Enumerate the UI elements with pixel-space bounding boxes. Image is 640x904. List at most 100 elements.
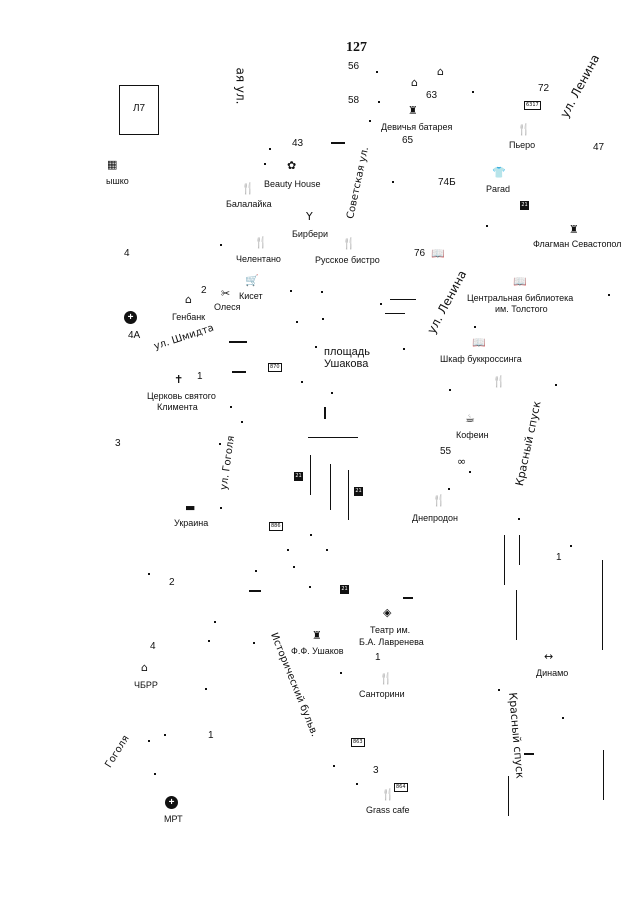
road-dash — [516, 590, 517, 640]
map-dot — [562, 717, 564, 719]
house-number-65: 65 — [402, 135, 414, 146]
poi-ushakov: Ф.Ф. Ушаков — [291, 646, 344, 656]
poi-beauty-house: Beauty House — [264, 179, 321, 189]
map-dot — [219, 443, 221, 445]
map-dot — [214, 621, 216, 623]
map-dot — [376, 71, 378, 73]
map-dot — [474, 326, 476, 328]
bank-chbrr-icon: ⌂ — [141, 661, 148, 674]
poi-olesya: Олеся — [214, 302, 241, 312]
map-dot — [296, 321, 298, 323]
house-number-3-grass: 3 — [373, 765, 379, 776]
road-dash — [504, 535, 505, 585]
restaurant-balalaika-icon: 🍴 — [241, 182, 255, 195]
poi-teatr-line2: Б.А. Лавренева — [359, 637, 424, 647]
stop-864: 864 — [394, 783, 408, 792]
house-number-3-left: 3 — [115, 438, 121, 449]
road-dash — [249, 590, 261, 592]
restaurant-chelentano-icon: 🍴 — [254, 236, 268, 249]
map-dot — [472, 91, 474, 93]
map-dot — [392, 181, 394, 183]
map-dot — [290, 290, 292, 292]
map-dot — [220, 507, 222, 509]
map-dot — [154, 773, 156, 775]
bar-birberi-icon: Y — [306, 210, 313, 223]
house-number-1-teatr: 1 — [375, 652, 381, 663]
road-dash — [348, 470, 349, 520]
house-number-55: 55 — [440, 446, 452, 457]
map-dot — [309, 586, 311, 588]
house-number-74b: 74Б — [438, 177, 456, 188]
road-dash — [229, 341, 247, 343]
house-number-63: 63 — [426, 90, 438, 101]
poi-balalaika: Балалайка — [226, 199, 272, 209]
building-yshko-icon: ▦ — [107, 158, 118, 171]
poi-hospital-4a: 4А — [128, 330, 141, 341]
road-dash — [603, 750, 604, 800]
road-dash — [602, 560, 603, 650]
bus-marker-parad: 21 — [520, 201, 529, 210]
church-kliment-icon: ✝ — [174, 373, 184, 386]
street-lenina-top: ул. Ленина — [557, 51, 603, 121]
poi-mrt: МРТ — [164, 814, 183, 824]
map-dot — [301, 381, 303, 383]
grid-reference-label: Л7 — [132, 103, 146, 114]
street-gogolya-mid: ул. Гоголя — [218, 435, 238, 491]
house-number-2-mid: 2 — [169, 577, 175, 588]
page-number: 127 — [346, 40, 367, 55]
road-dash — [390, 299, 416, 300]
bus-marker-square-1: 21 — [294, 472, 303, 481]
stop-870: 870 — [268, 363, 282, 372]
bank-genbank-icon: ⌂ — [185, 293, 192, 306]
bus-marker-south: 21 — [340, 585, 349, 594]
map-dot — [220, 244, 222, 246]
map-dot — [356, 783, 358, 785]
square-ushakova-line1: площадь — [324, 346, 370, 358]
restaurant-grass-icon: 🍴 — [381, 788, 395, 801]
street-sovetskaya: Советская ул. — [345, 145, 372, 220]
house-number-1-church: 1 — [197, 371, 203, 382]
poi-ukraina: Украина — [174, 518, 209, 528]
map-dot — [148, 573, 150, 575]
map-dot — [315, 346, 317, 348]
map-dot — [164, 734, 166, 736]
poi-yshko: ышко — [106, 176, 129, 186]
street-gogolya-bottom: Гоголя — [103, 733, 132, 770]
bus-marker-square-2: 21 — [354, 487, 363, 496]
map-dot — [322, 318, 324, 320]
map-dot — [205, 688, 207, 690]
stop-886: 886 — [269, 522, 283, 531]
house-number-1-bottom: 1 — [208, 730, 214, 741]
poi-dinamo: Динамо — [536, 668, 569, 678]
square-ushakova-line2: Ушакова — [324, 358, 369, 370]
poi-library-line1: Центральная библиотека — [467, 293, 574, 303]
poi-shkaf-bukkrossinga: Шкаф буккроссинга — [440, 354, 522, 364]
stop-863: 863 — [351, 738, 365, 747]
map-dot — [608, 294, 610, 296]
map-dot — [469, 471, 471, 473]
restaurant-russkoe-icon: 🍴 — [342, 237, 356, 250]
house-number-72: 72 — [538, 83, 550, 94]
road-dash — [324, 407, 326, 419]
map-dot — [148, 740, 150, 742]
poi-kiset: Кисет — [239, 291, 263, 301]
poi-birberi: Бирбери — [292, 229, 329, 239]
theatre-lavreneva-icon: ◈ — [383, 606, 392, 619]
map-dot — [287, 549, 289, 551]
map-dot — [326, 549, 328, 551]
map-dot — [264, 163, 266, 165]
house-number-56: 56 — [348, 61, 360, 72]
map-dot — [570, 545, 572, 547]
map-dot — [380, 303, 382, 305]
map-dot — [321, 291, 323, 293]
map-dot — [369, 120, 371, 122]
road-dash — [310, 455, 311, 495]
map-dot — [230, 406, 232, 408]
street-krasny-top: Красный спуск — [512, 399, 544, 488]
poi-kofein: Кофеин — [456, 430, 489, 440]
stop-6317: 6317 — [524, 101, 541, 110]
road-dash — [232, 371, 246, 373]
map-dot — [331, 392, 333, 394]
poi-dneprodon: Днепродон — [412, 513, 458, 523]
map-dot — [486, 225, 488, 227]
